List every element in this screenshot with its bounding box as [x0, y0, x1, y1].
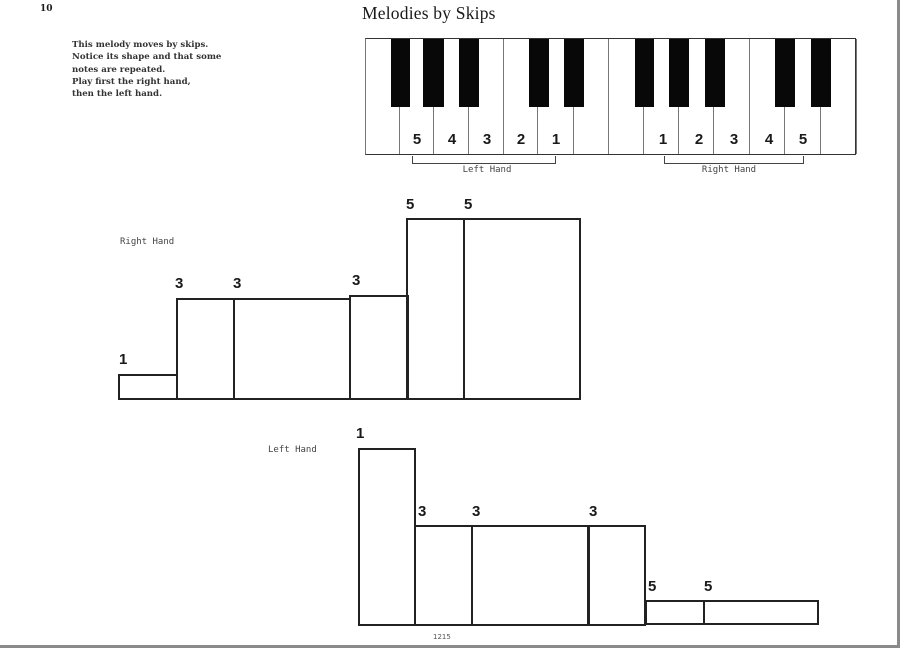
note-finger-label: 5 — [704, 578, 713, 595]
finger-number-right: 3 — [729, 131, 739, 148]
black-key — [775, 39, 795, 107]
note-finger-label: 5 — [464, 196, 473, 213]
melody-bar — [703, 600, 819, 625]
melody-bar — [358, 448, 416, 626]
right-hand-chart-label: Right Hand — [120, 237, 175, 247]
note-finger-label: 3 — [233, 275, 242, 292]
white-key — [574, 39, 609, 154]
finger-number-right: 5 — [798, 131, 808, 148]
note-finger-label: 1 — [119, 351, 128, 368]
instructions-text: This melody moves by skips. Notice its s… — [72, 39, 221, 100]
right-hand-bracket — [664, 156, 804, 164]
note-finger-label: 3 — [175, 275, 184, 292]
piano-keyboard-diagram: 5 4 3 2 1 1 2 3 4 5 — [365, 38, 857, 155]
black-key — [391, 39, 410, 107]
white-key — [714, 39, 750, 154]
melody-bar — [471, 525, 590, 626]
melody-bar — [118, 374, 178, 400]
melody-bar — [463, 218, 581, 400]
finger-number-left: 1 — [551, 131, 561, 148]
note-finger-label: 1 — [356, 425, 365, 442]
instruction-line: This melody moves by skips. — [72, 40, 209, 50]
melody-bar — [233, 298, 351, 400]
right-hand-bracket-label: Right Hand — [701, 165, 757, 175]
black-key — [423, 39, 444, 107]
melody-bar — [587, 525, 646, 626]
white-key — [821, 39, 857, 154]
white-key — [469, 39, 504, 154]
black-key — [705, 39, 725, 107]
black-key — [811, 39, 831, 107]
instruction-line: notes are repeated. — [72, 64, 166, 75]
melody-bar — [176, 298, 235, 400]
finger-number-right: 2 — [694, 131, 704, 148]
page-title: Melodies by Skips — [362, 3, 496, 23]
black-key — [669, 39, 689, 107]
note-finger-label: 3 — [472, 503, 481, 520]
instruction-line: Notice its shape and that some — [72, 52, 222, 63]
melody-bar — [349, 295, 409, 400]
black-key — [635, 39, 654, 107]
finger-number-left: 4 — [447, 131, 457, 148]
finger-number-right: 1 — [658, 131, 668, 148]
left-hand-bracket-label: Left Hand — [462, 165, 512, 175]
left-hand-bracket — [412, 156, 556, 164]
instruction-line: then the left hand. — [72, 89, 163, 100]
black-key — [564, 39, 584, 107]
black-key — [459, 39, 479, 107]
melody-bar — [645, 600, 705, 625]
footer-code: 1215 — [433, 633, 451, 641]
finger-number-right: 4 — [764, 131, 774, 148]
note-finger-label: 3 — [589, 503, 598, 520]
page-border-right — [897, 0, 900, 648]
page-number: 10 — [40, 4, 53, 14]
left-hand-chart-label: Left Hand — [268, 445, 317, 455]
page-border-bottom — [0, 645, 900, 648]
note-finger-label: 3 — [352, 272, 361, 289]
instruction-line: Play first the right hand, — [72, 76, 191, 87]
finger-number-left: 3 — [482, 131, 492, 148]
note-finger-label: 5 — [648, 578, 657, 595]
finger-number-left: 2 — [516, 131, 526, 148]
melody-bar — [414, 525, 473, 626]
black-key — [529, 39, 549, 107]
note-finger-label: 3 — [418, 503, 427, 520]
note-finger-label: 5 — [406, 196, 415, 213]
melody-bar — [406, 218, 465, 400]
finger-number-left: 5 — [412, 131, 422, 148]
